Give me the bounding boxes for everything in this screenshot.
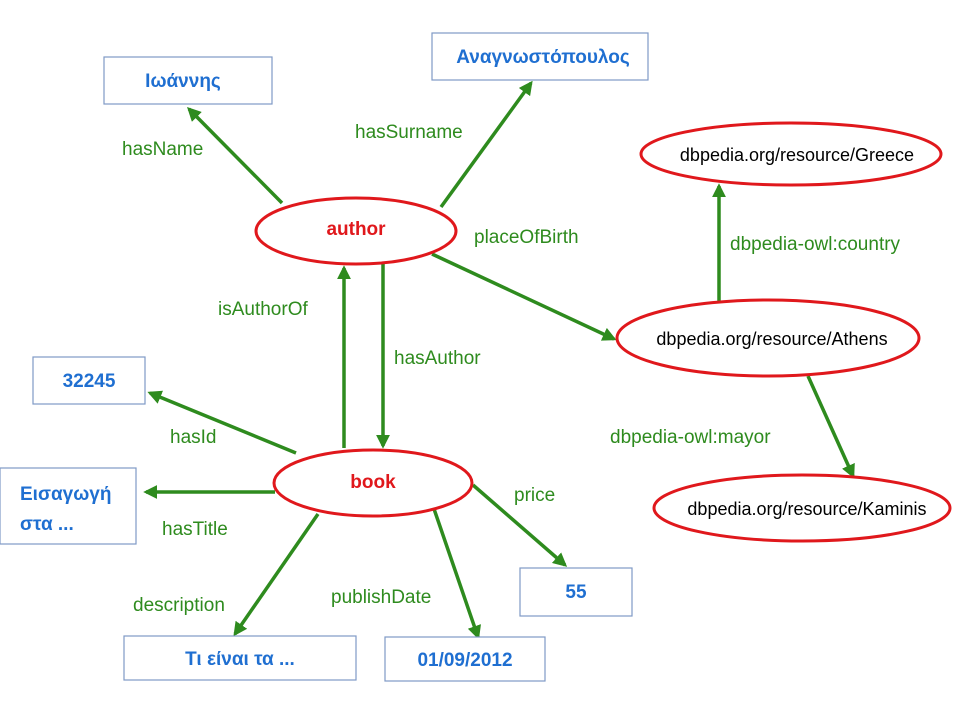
edge-description: [233, 513, 320, 637]
edge-label-publishDate: publishDate: [331, 587, 431, 608]
node-book-ellipse: [272, 448, 474, 518]
literal-surname-text: Αναγνωστόπουλος: [456, 47, 630, 68]
literal-title-box: [0, 467, 137, 545]
edge-label-country: dbpedia-owl:country: [730, 234, 901, 255]
literal-nodes: Ιωάννης Αναγνωστόπουλος 32245 Εισαγωγή σ…: [0, 32, 649, 682]
edge-label-hasTitle: hasTitle: [162, 519, 228, 540]
node-greece-label: dbpedia.org/resource/Greece: [680, 145, 914, 165]
literal-title-line2: στα ...: [20, 514, 74, 535]
node-book-label: book: [350, 472, 396, 493]
node-author-label: author: [326, 219, 386, 240]
literal-surname-box: [431, 32, 649, 81]
node-greece-ellipse: [639, 121, 943, 187]
edge-placeOfBirth: [431, 252, 617, 341]
node-author-ellipse: [254, 196, 458, 266]
edge-label-hasAuthor: hasAuthor: [394, 348, 481, 369]
edge-publishDate: [431, 505, 481, 640]
node-kaminis-ellipse: [652, 473, 952, 543]
node-athens-ellipse: [615, 298, 921, 378]
node-kaminis-label: dbpedia.org/resource/Kaminis: [687, 499, 926, 519]
edge-hasName: [187, 107, 284, 205]
edge-label-placeOfBirth: placeOfBirth: [474, 227, 579, 248]
edge-hasId: [147, 390, 297, 455]
literal-name-box: [103, 56, 273, 105]
edge-hasSurname: [439, 80, 533, 209]
edge-label-price: price: [514, 485, 555, 506]
literal-id-box: [32, 356, 146, 405]
literal-date-box: [384, 636, 546, 682]
literal-name-text: Ιωάννης: [145, 71, 221, 92]
edge-price: [471, 483, 568, 567]
edges: [143, 80, 855, 640]
edge-mayor: [806, 375, 855, 479]
literal-price-box: [519, 567, 633, 617]
edge-label-isAuthorOf: isAuthorOf: [218, 299, 308, 320]
literal-description-box: [123, 635, 357, 681]
edge-label-hasSurname: hasSurname: [355, 122, 463, 143]
node-athens-label: dbpedia.org/resource/Athens: [656, 329, 887, 349]
literal-title-line1: Εισαγωγή: [20, 484, 111, 505]
edge-label-hasId: hasId: [170, 427, 216, 448]
literal-price-text: 55: [565, 582, 587, 603]
edge-label-description: description: [133, 595, 225, 616]
literal-description-text: Τι είναι τα ...: [185, 649, 295, 670]
edge-labels: hasName hasSurname placeOfBirth isAuthor…: [122, 122, 901, 616]
edge-label-mayor: dbpedia-owl:mayor: [610, 427, 771, 448]
ellipse-nodes: author book dbpedia.org/resource/Greece …: [254, 121, 952, 543]
edge-label-hasName: hasName: [122, 139, 203, 160]
literal-date-text: 01/09/2012: [417, 650, 512, 671]
literal-id-text: 32245: [63, 371, 116, 392]
